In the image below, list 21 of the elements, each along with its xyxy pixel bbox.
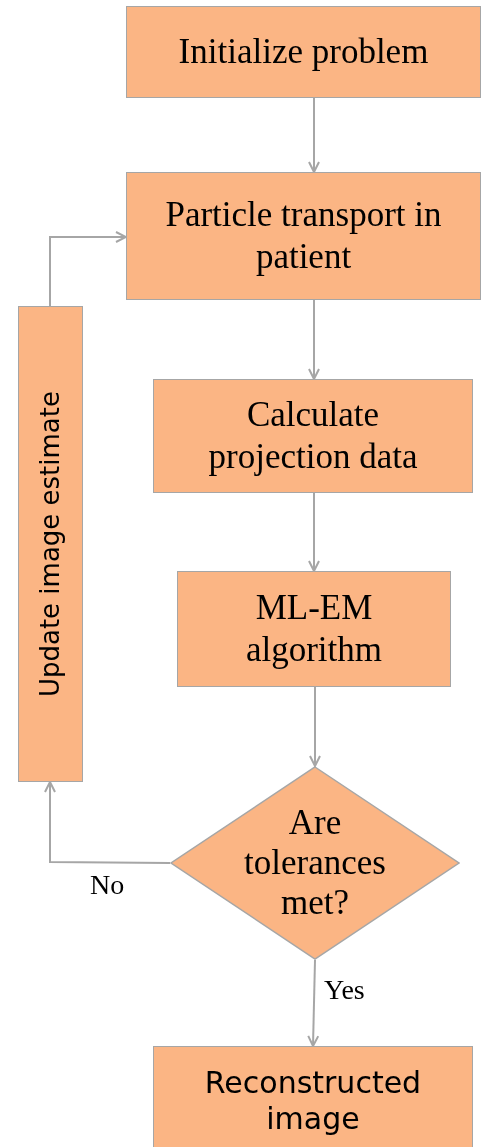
node-text: ML-EM algorithm bbox=[244, 587, 384, 671]
process-box bbox=[153, 379, 473, 493]
arrow bbox=[307, 959, 320, 1047]
arrow bbox=[44, 781, 171, 864]
node-text: Are tolerances met? bbox=[243, 802, 387, 924]
arrow bbox=[308, 97, 320, 173]
process-box bbox=[126, 6, 481, 98]
process-box bbox=[153, 1046, 473, 1147]
arrow bbox=[308, 299, 320, 380]
arrow bbox=[49, 231, 127, 307]
node-text: Particle transport in patient bbox=[164, 194, 443, 278]
process-box bbox=[126, 172, 481, 300]
process-box bbox=[18, 306, 83, 782]
node-text: Initialize problem bbox=[178, 31, 429, 73]
arrow bbox=[309, 686, 321, 767]
node-text: Calculate projection data bbox=[207, 394, 419, 478]
arrow bbox=[308, 492, 320, 572]
decision-diamond bbox=[170, 766, 460, 960]
node-text: Reconstructed image bbox=[203, 1065, 423, 1137]
node-text: Update image estimate bbox=[36, 390, 65, 698]
process-box bbox=[177, 571, 451, 687]
